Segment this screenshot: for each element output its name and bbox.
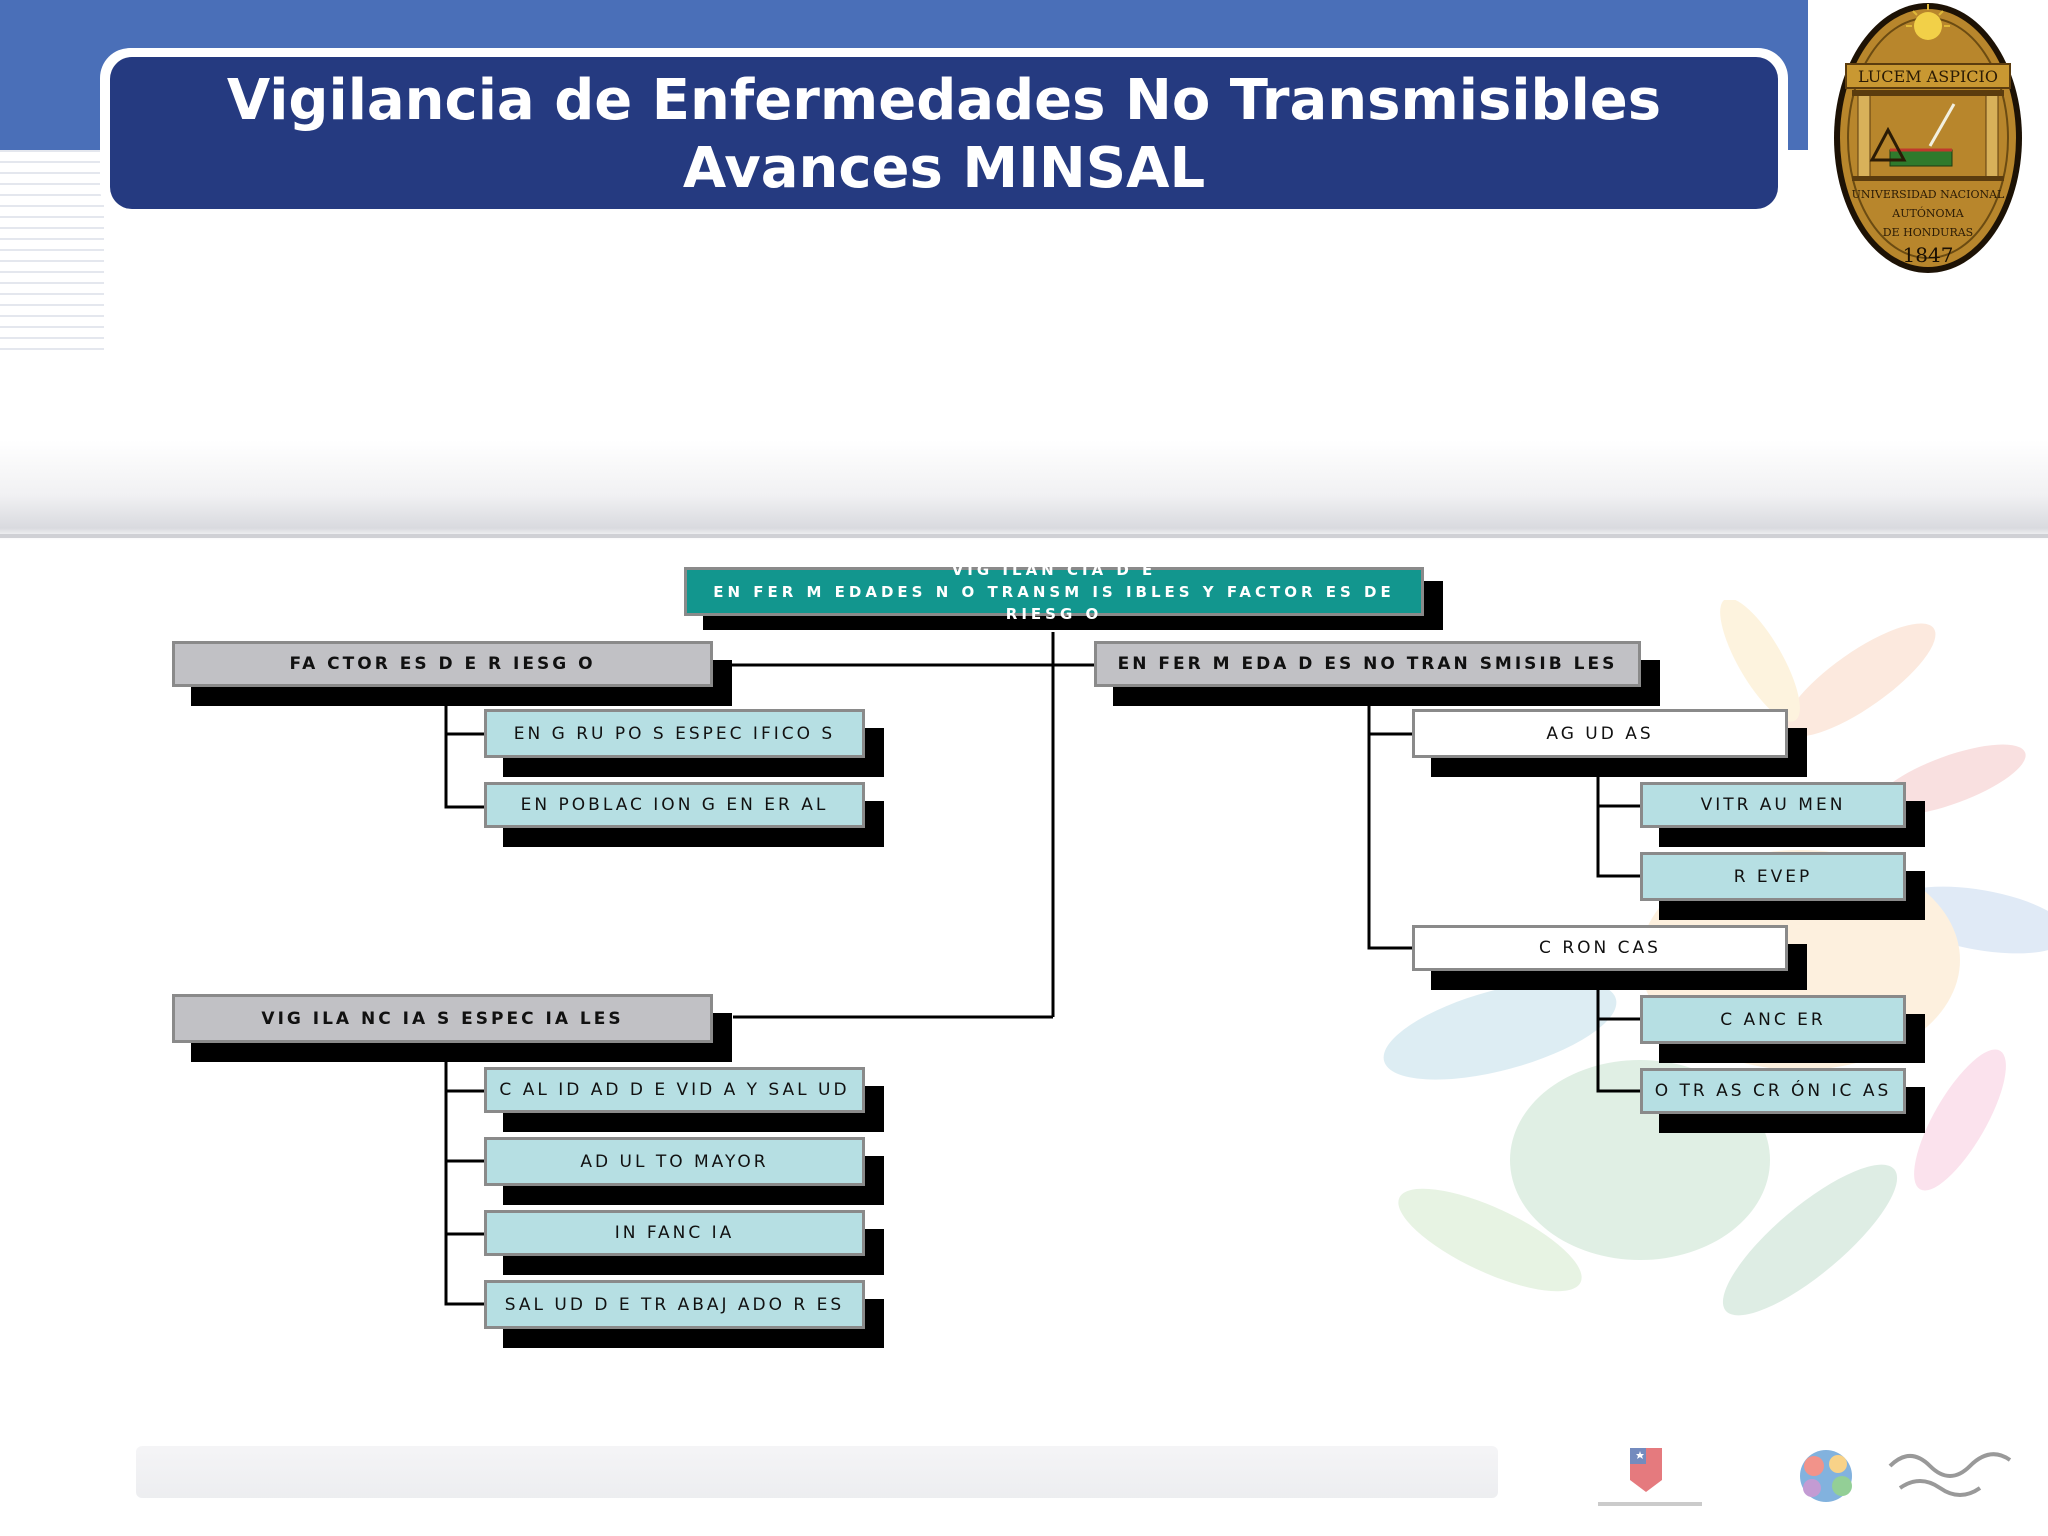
factores-child-node: EN G RU PO S ESPEC IFICO S [484, 709, 865, 758]
root-label-line-1: VIG ILAN CIA D E [951, 560, 1157, 579]
seal-year: 1847 [1903, 243, 1954, 267]
enfermedades-no-transmisibles-node: EN FER M EDA D ES NO TRAN SMISIB LES [1094, 641, 1641, 687]
decorative-stripes [0, 150, 104, 350]
vigilancias-child-node: AD UL TO MAYOR [484, 1137, 865, 1186]
root-label-line-2: EN FER M EDADES N O TRANSM IS IBLES Y FA… [713, 582, 1395, 623]
diagram-root-node: VIG ILAN CIA D E EN FER M EDADES N O TRA… [684, 561, 1424, 623]
vigilancias-child-node: SAL UD D E TR ABAJ ADO R ES [484, 1280, 865, 1329]
seal-institution-3: DE HONDURAS [1883, 226, 1973, 239]
seal-institution-2: AUTÓNOMA [1891, 206, 1964, 220]
gobierno-de-chile-logo [1598, 1448, 1702, 1506]
agudas-node: AG UD AS [1412, 709, 1788, 758]
cronicas-child-node: C ANC ER [1640, 995, 1906, 1044]
footer-bar [136, 1446, 1498, 1498]
slide-title: Vigilancia de Enfermedades No Transmisib… [110, 57, 1778, 209]
grey-separator-band [0, 440, 2048, 540]
agudas-child-node: VITR AU MEN [1640, 782, 1906, 828]
university-seal-logo: LUCEM ASPICIO UNIVERSIDAD NACIONAL AUTÓN… [1834, 3, 2022, 273]
chile-campaign-logo [1800, 1450, 2012, 1502]
factores-child-node: EN POBLAC ION G EN ER AL [484, 782, 865, 828]
grey-separator-line [0, 534, 2048, 538]
cronicas-child-node: O TR AS CR ÓN IC AS [1640, 1068, 1906, 1114]
seal-institution-1: UNIVERSIDAD NACIONAL [1852, 188, 2005, 201]
vigilancias-especiales-node: VIG ILA NC IA S ESPEC IA LES [172, 994, 713, 1043]
cronicas-node: C RON CAS [1412, 925, 1788, 971]
seal-motto: LUCEM ASPICIO [1858, 67, 1998, 86]
vigilancias-child-node: C AL ID AD D E VID A Y SAL UD [484, 1067, 865, 1113]
vigilancias-child-node: IN FANC IA [484, 1210, 865, 1256]
agudas-child-node: R EVEP [1640, 852, 1906, 901]
factores-de-riesgo-node: FA CTOR ES D E R IESG O [172, 641, 713, 687]
title-line-1: Vigilancia de Enfermedades No Transmisib… [226, 68, 1662, 133]
title-line-2: Avances MINSAL [682, 136, 1206, 201]
